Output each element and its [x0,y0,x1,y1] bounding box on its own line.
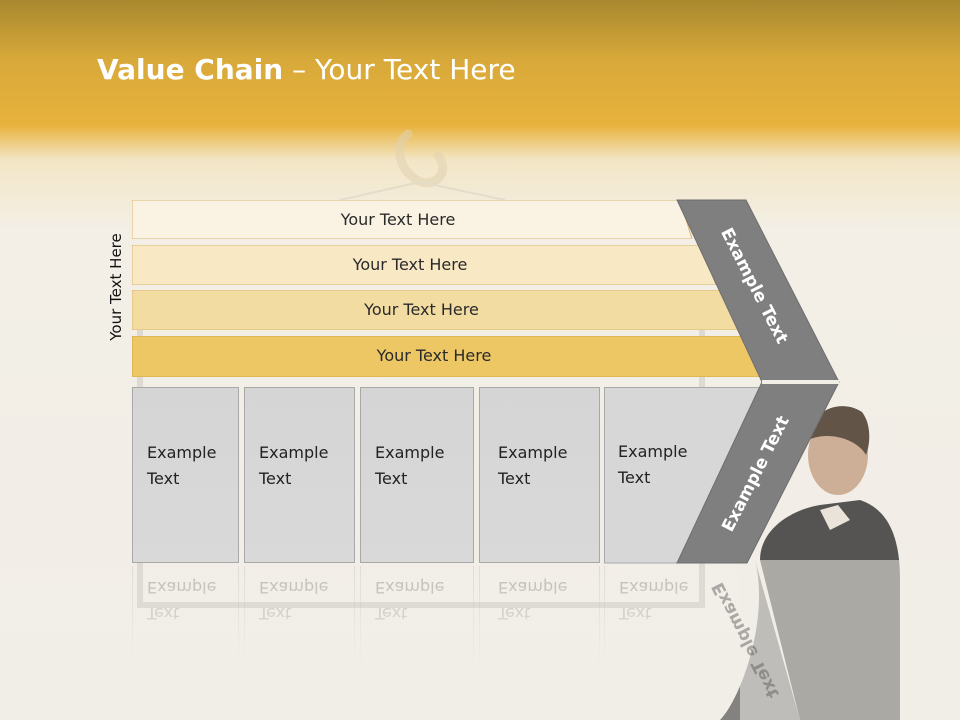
reflection-box-5: Text Example [604,566,704,696]
band-1: Your Text Here [132,200,692,239]
value-box-5-line1: Example [618,442,688,461]
value-box-5-line2: Text [618,468,651,487]
reflection-box-1-line2: Text [147,604,180,623]
reflection-box-3-line2: Text [375,604,408,623]
reflection-box-2-line2: Text [259,604,292,623]
title-bold: Value Chain [97,53,284,86]
value-box-4-line2: Text [498,469,531,488]
value-box-2: Example Text [244,387,355,563]
reflection-box-1-line1: Example [147,578,217,597]
reflection-box-5-line1: Example [619,578,689,597]
band-4-label: Your Text Here [376,346,492,365]
value-box-3-line2: Text [375,469,408,488]
value-box-4: Example Text [479,387,600,563]
band-2-label: Your Text Here [352,255,468,274]
value-box-2-line1: Example [259,443,329,462]
band-3-shape [132,290,739,330]
reflection-box-2: Text Example [244,566,355,696]
value-box-5-text: Example Text [618,439,687,491]
value-box-1-line1: Example [147,443,217,462]
reflection-box-3: Text Example [360,566,474,696]
value-box-4-line1: Example [498,443,568,462]
reflection-box-5-line2: Text [619,604,652,623]
page-title: Value Chain – Your Text Here [97,53,516,86]
band-4-shape [132,336,764,377]
band-1-label: Your Text Here [340,210,456,229]
value-box-3: Example Text [360,387,474,563]
value-box-2-line2: Text [259,469,292,488]
band-4: Your Text Here [132,336,764,377]
value-box-1: Example Text [132,387,239,563]
reflection-box-4-line1: Example [498,578,568,597]
reflection-box-3-line1: Example [375,578,445,597]
reflection-box-1: Text Example [132,566,239,696]
reflection-box-2-line1: Example [259,578,329,597]
band-1-shape [132,200,692,239]
value-box-1-line2: Text [147,469,180,488]
band-2: Your Text Here [132,245,716,285]
reflection-box-4: Text Example [479,566,600,696]
band-3: Your Text Here [132,290,739,330]
reflection-box-4-line2: Text [498,604,531,623]
band-2-shape [132,245,716,285]
value-box-3-line1: Example [375,443,445,462]
band-3-label: Your Text Here [364,300,479,319]
title-rest: – Your Text Here [283,53,516,86]
